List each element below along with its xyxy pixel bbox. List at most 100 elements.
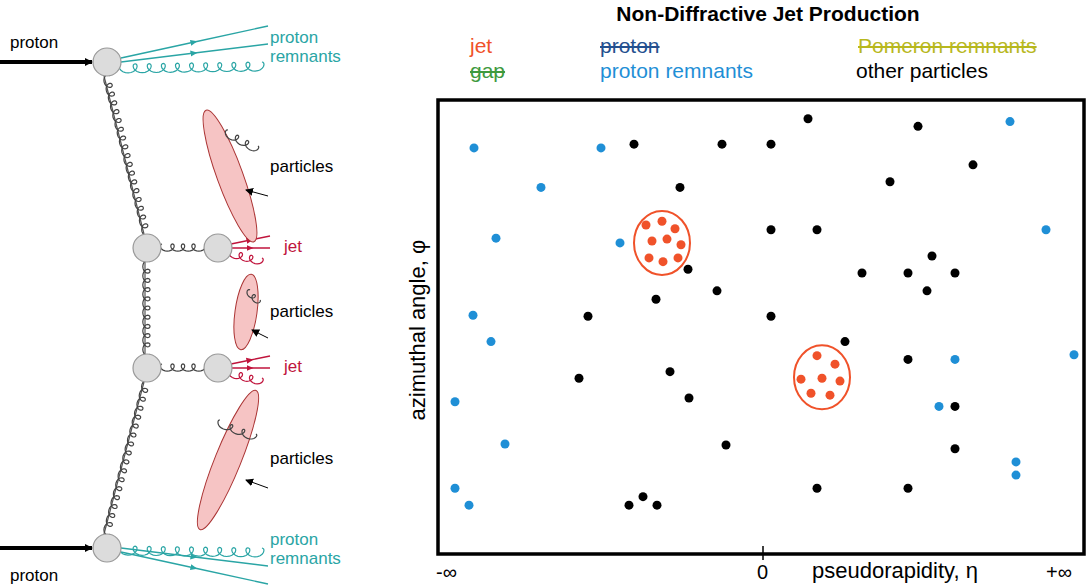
particle-dot	[904, 355, 913, 364]
vertex-blob	[93, 534, 121, 562]
eta-phi-box	[438, 100, 1084, 554]
jet-dot	[677, 240, 686, 249]
remnant-dot	[501, 440, 510, 449]
pointer	[246, 480, 268, 488]
particle-line	[121, 44, 268, 62]
particle-dot	[904, 268, 913, 277]
vertex-blob	[93, 48, 121, 76]
jet-dot	[813, 351, 822, 360]
vertex-blob	[204, 354, 232, 382]
gluon	[160, 364, 205, 371]
proton-beam	[0, 60, 92, 64]
remnant-dot	[487, 337, 496, 346]
particle-dot	[969, 160, 978, 169]
remnant-dot	[1006, 117, 1015, 126]
remnant-dot	[1012, 457, 1021, 466]
jet-dot	[836, 377, 845, 386]
remnant-dot	[1070, 350, 1079, 359]
remnant-dot	[492, 234, 501, 243]
gluon	[160, 244, 205, 251]
remnant-dot	[451, 397, 460, 406]
gluon	[119, 62, 264, 73]
particle-dot	[923, 286, 932, 295]
legend-swatch: Pomeron remnants	[858, 34, 1037, 57]
axis-tick: -∞	[436, 561, 457, 583]
particles-label: particles	[270, 450, 333, 469]
particle-dot	[575, 374, 584, 383]
gluon	[218, 420, 257, 439]
remnant-dot	[935, 402, 944, 411]
jet-dot	[674, 253, 683, 262]
gluon	[229, 370, 263, 384]
remnant-dot	[465, 501, 474, 510]
remnant-dot	[1042, 225, 1051, 234]
legend-text: other particles	[856, 59, 988, 82]
jet-dot	[671, 224, 680, 233]
particle-dot	[813, 484, 822, 493]
legend-swatch: proton	[600, 34, 660, 57]
remnant-label: proton remnants	[270, 531, 350, 568]
legend-swatch: jet	[470, 34, 492, 57]
particle-dot	[584, 312, 593, 321]
vertex-blob	[133, 354, 161, 382]
axis-label: azimuthal angle, φ	[406, 240, 430, 421]
axis-tick: 0	[757, 561, 768, 583]
axis-tick: +∞	[1046, 561, 1072, 583]
particle-dot	[928, 252, 937, 261]
remnant-dot	[951, 355, 960, 364]
legend-text: proton remnants	[600, 59, 753, 82]
beam-label: proton	[10, 567, 58, 586]
particle-ellipse	[188, 386, 268, 535]
particle-line	[231, 356, 270, 364]
particle-dot	[886, 177, 895, 186]
particle-ellipse	[230, 273, 262, 351]
remnant-dot	[470, 143, 479, 152]
proton-beam	[0, 546, 92, 550]
remnant-label: proton remnants	[270, 29, 350, 66]
jet-dot	[826, 391, 835, 400]
remnant-dot	[451, 484, 460, 493]
particle-dot	[858, 268, 867, 277]
particle-dot	[767, 225, 776, 234]
particle-line	[231, 367, 270, 368]
particle-dot	[718, 140, 727, 149]
gluon	[225, 130, 258, 151]
legend-text: jet	[470, 34, 492, 57]
jet-dot	[663, 235, 672, 244]
particle-dot	[904, 484, 913, 493]
legend-swatch: gap	[470, 59, 505, 82]
jet-dot	[797, 375, 806, 384]
particle-dot	[951, 444, 960, 453]
particle-dot	[951, 402, 960, 411]
particle-dot	[841, 337, 850, 346]
pointer	[246, 190, 268, 196]
jet-dot	[807, 389, 816, 398]
legend-text: proton	[600, 34, 660, 57]
particle-dot	[767, 312, 776, 321]
remnant-dot	[537, 183, 546, 192]
particle-dot	[685, 393, 694, 402]
particle-dot	[722, 440, 731, 449]
legend-swatch: proton remnants	[600, 59, 753, 82]
remnant-dot	[469, 311, 478, 320]
jet-dot	[831, 360, 840, 369]
remnant-dot	[597, 143, 606, 152]
jet-dot	[645, 253, 654, 262]
jet-label: jet	[284, 238, 302, 257]
particle-dot	[804, 114, 813, 123]
jet-dot	[648, 237, 657, 246]
gluon	[143, 260, 150, 356]
gluon	[229, 250, 263, 264]
remnant-dot	[1012, 471, 1021, 480]
axis-label: pseudorapidity, η	[812, 559, 978, 583]
gluon	[104, 380, 150, 536]
gluon	[104, 75, 150, 237]
particle-dot	[666, 367, 675, 376]
legend-swatch: other particles	[856, 59, 988, 82]
particle-dot	[652, 295, 661, 304]
particle-line	[104, 382, 144, 534]
legend-text: gap	[470, 59, 505, 82]
jet-dot	[659, 257, 668, 266]
feynman-diagram	[0, 26, 270, 584]
